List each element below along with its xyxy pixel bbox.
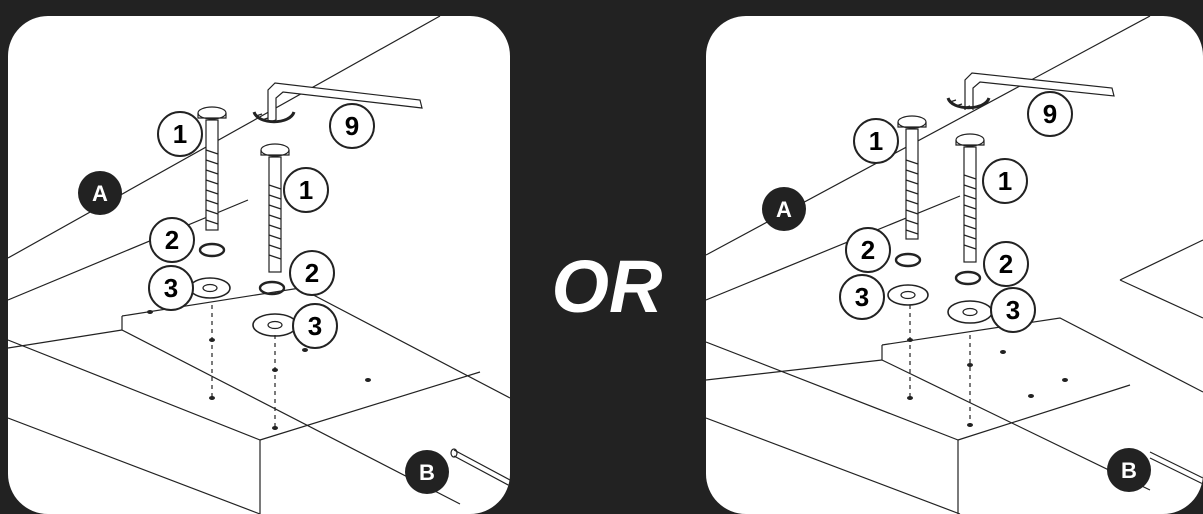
- callout-label: 1: [998, 166, 1012, 196]
- left-panel: 1 1 2 3 2 3 9: [8, 16, 510, 514]
- floor-line: [706, 417, 961, 514]
- bolt-2: [260, 143, 290, 273]
- board-holes: [147, 310, 371, 430]
- right-panel-background: [706, 16, 1203, 514]
- bolt-2: [955, 133, 985, 263]
- callout-label: 1: [869, 126, 883, 156]
- allen-key: [252, 82, 423, 124]
- badge-a: A: [78, 171, 122, 215]
- callout-washer-2: 3: [990, 287, 1036, 333]
- board-top-edge: [881, 317, 1203, 393]
- badge-label: B: [419, 460, 435, 485]
- badge-a: A: [762, 187, 806, 231]
- or-separator: OR: [552, 245, 663, 328]
- rail-edge-line: [8, 16, 441, 259]
- callout-lock-1: 2: [149, 217, 195, 263]
- callout-label: 2: [861, 235, 875, 265]
- callout-bolt-2: 1: [982, 158, 1028, 204]
- callout-label: 2: [999, 249, 1013, 279]
- callout-label: 2: [305, 258, 319, 288]
- board-top-back: [957, 384, 1131, 441]
- callout-lock-2: 2: [289, 250, 335, 296]
- callout-label: 2: [165, 225, 179, 255]
- badge-label: B: [1121, 458, 1137, 483]
- right-panel: 1 1 2 3 2 3 9: [706, 16, 1203, 514]
- callout-label: 3: [1006, 295, 1020, 325]
- lock-washers: [894, 252, 982, 286]
- board-side: [706, 359, 883, 381]
- bolt-1: [197, 106, 227, 231]
- alignment-dashes: [909, 305, 971, 425]
- left-panel-scene: [8, 16, 510, 514]
- callout-label: 1: [173, 119, 187, 149]
- board-holes: [907, 338, 1068, 427]
- board-top-back: [259, 371, 481, 441]
- right-callouts: 1 1 2 3 2 3 9: [762, 91, 1151, 492]
- callout-lock-2: 2: [983, 241, 1029, 287]
- callout-key: 9: [329, 103, 375, 149]
- slot-lines: [453, 449, 510, 487]
- lock-washers: [198, 242, 286, 296]
- callout-washer-1: 3: [148, 265, 194, 311]
- floor-line: [8, 417, 261, 514]
- callout-lock-1: 2: [845, 227, 891, 273]
- callout-key: 9: [1027, 91, 1073, 137]
- callout-label: 3: [308, 311, 322, 341]
- board-side: [8, 329, 123, 349]
- badge-label: A: [776, 197, 792, 222]
- allen-key: [946, 72, 1115, 110]
- callout-label: 3: [855, 282, 869, 312]
- callout-label: 9: [1043, 99, 1057, 129]
- callout-bolt-1: 1: [853, 118, 899, 164]
- callout-bolt-1: 1: [157, 111, 203, 157]
- badge-label: A: [92, 181, 108, 206]
- badge-b: B: [1107, 448, 1151, 492]
- callout-label: 3: [164, 273, 178, 303]
- background-plate: [1119, 239, 1203, 319]
- slot-end: [450, 448, 458, 458]
- callout-label: 9: [345, 111, 359, 141]
- left-callouts: 1 1 2 3 2 3 9: [78, 103, 449, 494]
- callout-washer-2: 3: [292, 303, 338, 349]
- badge-b: B: [405, 450, 449, 494]
- callout-bolt-2: 1: [283, 167, 329, 213]
- callout-washer-1: 3: [839, 274, 885, 320]
- slot-lines: [1149, 451, 1203, 485]
- bolt-1: [897, 115, 927, 240]
- callout-label: 1: [299, 175, 313, 205]
